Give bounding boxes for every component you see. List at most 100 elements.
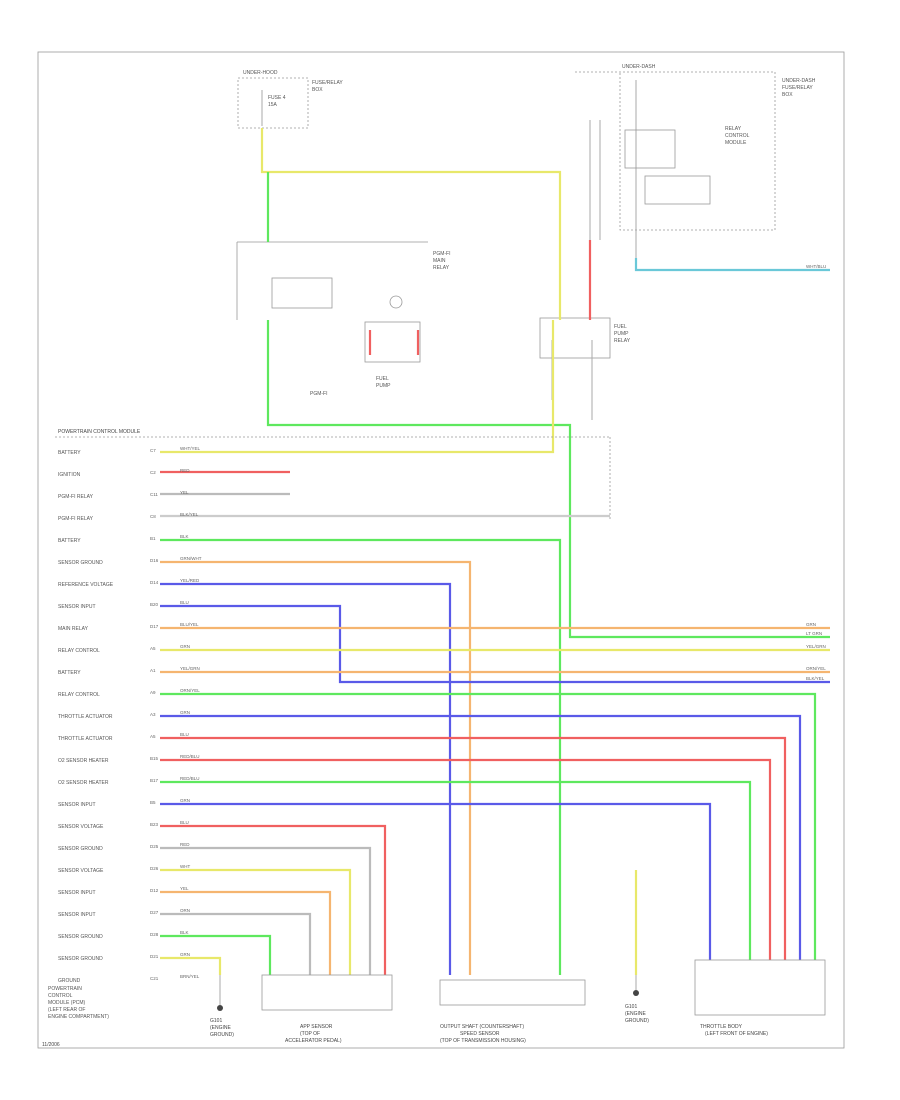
svg-text:D16: D16 — [150, 558, 159, 563]
svg-text:RED/BLU: RED/BLU — [180, 754, 200, 759]
svg-text:FUSE/RELAY: FUSE/RELAY — [312, 80, 343, 86]
svg-text:GROUND): GROUND) — [210, 1032, 234, 1038]
svg-text:RELAY CONTROL: RELAY CONTROL — [58, 692, 100, 698]
svg-text:PGM-FI: PGM-FI — [433, 251, 451, 257]
svg-text:BLK/YEL: BLK/YEL — [806, 676, 825, 681]
upper-wires — [160, 128, 830, 639]
app-sensor: APP SENSOR (TOP OF ACCELERATOR PEDAL) — [261, 974, 393, 1044]
svg-text:BOX: BOX — [782, 92, 793, 98]
svg-text:POWERTRAIN: POWERTRAIN — [48, 986, 82, 992]
svg-text:A9: A9 — [150, 690, 156, 695]
pcm-header: POWERTRAIN CONTROL MODULE — [58, 429, 141, 435]
pcm-pin-row: REFERENCE VOLTAGE D14 YEL/RED — [58, 578, 200, 588]
svg-text:(ENGINE: (ENGINE — [625, 1011, 647, 1017]
svg-text:CONTROL: CONTROL — [725, 133, 750, 139]
svg-text:BRN/YEL: BRN/YEL — [180, 974, 200, 979]
svg-text:SENSOR GROUND: SENSOR GROUND — [58, 934, 103, 940]
svg-text:ACCELERATOR PEDAL): ACCELERATOR PEDAL) — [285, 1038, 342, 1044]
svg-text:SPEED SENSOR: SPEED SENSOR — [460, 1031, 500, 1037]
svg-text:A5: A5 — [150, 734, 156, 739]
svg-text:RELAY: RELAY — [614, 338, 631, 344]
svg-text:BLU: BLU — [180, 820, 189, 825]
svg-text:B17: B17 — [150, 778, 159, 783]
svg-text:D28: D28 — [150, 932, 159, 937]
output-shaft-speed-sensor: OUTPUT SHAFT (COUNTERSHAFT) SPEED SENSOR… — [439, 979, 586, 1044]
svg-text:BLK: BLK — [180, 930, 189, 935]
svg-text:SENSOR INPUT: SENSOR INPUT — [58, 802, 96, 808]
svg-text:D12: D12 — [150, 888, 159, 893]
svg-text:THROTTLE ACTUATOR: THROTTLE ACTUATOR — [58, 714, 113, 720]
svg-text:SENSOR GROUND: SENSOR GROUND — [58, 956, 103, 962]
svg-text:BATTERY: BATTERY — [58, 450, 81, 456]
pcm-pin-row: BATTERY B1 BLK — [58, 534, 189, 544]
svg-text:D14: D14 — [150, 580, 159, 585]
svg-text:THROTTLE BODY: THROTTLE BODY — [700, 1024, 743, 1030]
pcm-pin-row: BATTERY C7 WHT/YEL — [58, 446, 200, 456]
svg-text:UNDER-HOOD: UNDER-HOOD — [243, 70, 278, 76]
svg-text:UNDER-DASH: UNDER-DASH — [782, 78, 816, 84]
svg-text:G101: G101 — [210, 1018, 222, 1024]
svg-text:BLK/YEL: BLK/YEL — [180, 512, 199, 517]
svg-text:BLU: BLU — [180, 600, 189, 605]
svg-text:IGNITION: IGNITION — [58, 472, 81, 478]
svg-text:APP SENSOR: APP SENSOR — [300, 1024, 333, 1030]
svg-text:GRN: GRN — [180, 952, 190, 957]
svg-text:BLU/YEL: BLU/YEL — [180, 622, 199, 627]
svg-text:THROTTLE ACTUATOR: THROTTLE ACTUATOR — [58, 736, 113, 742]
svg-text:B5: B5 — [150, 800, 156, 805]
svg-text:WHT/BLU: WHT/BLU — [806, 264, 826, 269]
svg-text:O2 SENSOR HEATER: O2 SENSOR HEATER — [58, 780, 109, 786]
svg-text:WHT/YEL: WHT/YEL — [180, 446, 200, 451]
svg-text:FUEL: FUEL — [376, 376, 389, 382]
svg-text:D17: D17 — [150, 624, 159, 629]
svg-text:YEL/RED: YEL/RED — [180, 578, 200, 583]
svg-text:FUEL: FUEL — [614, 324, 627, 330]
svg-text:GRN: GRN — [806, 622, 816, 627]
svg-text:PUMP: PUMP — [614, 331, 629, 337]
svg-text:SENSOR VOLTAGE: SENSOR VOLTAGE — [58, 868, 104, 874]
fuse-box-right: UNDER-DASH UNDER-DASH FUSE/RELAY BOX REL… — [575, 64, 816, 258]
svg-text:FUSE/RELAY: FUSE/RELAY — [782, 85, 813, 91]
svg-text:C8: C8 — [150, 514, 156, 519]
svg-text:RELAY: RELAY — [725, 126, 742, 132]
svg-text:MAIN: MAIN — [433, 258, 446, 264]
svg-text:GROUND): GROUND) — [625, 1018, 649, 1024]
svg-text:GRN: GRN — [180, 710, 190, 715]
svg-text:GRN/WHT: GRN/WHT — [180, 556, 202, 561]
svg-text:YEL: YEL — [180, 490, 189, 495]
pcm-wires — [160, 470, 830, 975]
svg-text:ORN: ORN — [180, 908, 190, 913]
svg-text:SENSOR INPUT: SENSOR INPUT — [58, 912, 96, 918]
svg-text:SENSOR INPUT: SENSOR INPUT — [58, 604, 96, 610]
svg-text:BATTERY: BATTERY — [58, 538, 81, 544]
right-edge-labels: GRN LT GRN YEL/GRN ORN/YEL BLK/YEL WHT/B… — [806, 264, 826, 681]
svg-text:YEL/GRN: YEL/GRN — [180, 666, 200, 671]
svg-text:RELAY CONTROL: RELAY CONTROL — [58, 648, 100, 654]
svg-text:BOX: BOX — [312, 87, 323, 93]
svg-text:REFERENCE VOLTAGE: REFERENCE VOLTAGE — [58, 582, 114, 588]
svg-text:GRN: GRN — [180, 644, 190, 649]
svg-text:G101: G101 — [625, 1004, 637, 1010]
svg-text:BLK: BLK — [180, 534, 189, 539]
svg-text:A1: A1 — [150, 668, 156, 673]
svg-text:CONTROL: CONTROL — [48, 993, 73, 999]
fuse-box-left: UNDER-HOOD FUSE/RELAY BOX FUSE 4 15A — [237, 70, 343, 129]
svg-text:C11: C11 — [150, 492, 158, 497]
svg-text:C7: C7 — [150, 448, 156, 453]
svg-text:B1: B1 — [150, 536, 156, 541]
